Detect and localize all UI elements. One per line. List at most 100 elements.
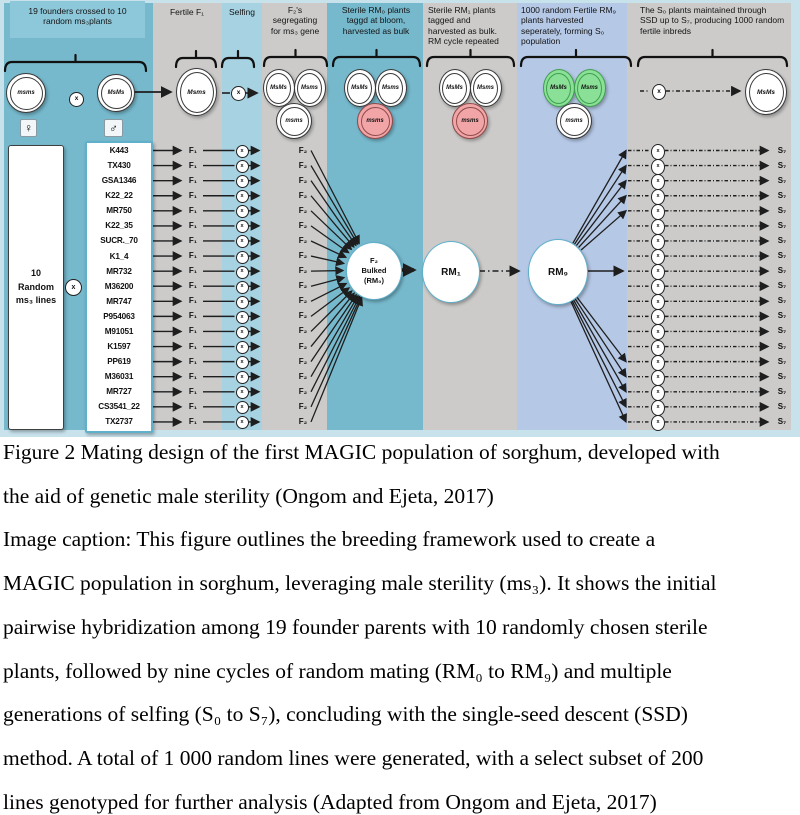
ssd-self-symbol: x bbox=[652, 84, 666, 100]
circle-inner-ring bbox=[378, 72, 403, 104]
genotype-circle: MsMs bbox=[438, 69, 471, 107]
s7-label: S₇ bbox=[777, 356, 787, 366]
f1-label: F₁ bbox=[188, 205, 198, 215]
selfing-symbol: x bbox=[235, 325, 249, 339]
figure-caption-text: Figure 2 Mating design of the first MAGI… bbox=[3, 440, 800, 815]
column-fertile-f1 bbox=[153, 3, 222, 430]
caption-line: pairwise hybridization among 19 founder … bbox=[3, 614, 708, 639]
s7-label: S₇ bbox=[777, 251, 787, 261]
f1-label: F₁ bbox=[188, 326, 198, 336]
genotype-label: Msms bbox=[381, 85, 399, 91]
founder-line-label: MR727 bbox=[106, 387, 132, 397]
selfing-symbol: x bbox=[235, 160, 249, 174]
f2-label: F₂ bbox=[298, 266, 308, 276]
genotype-circle: Msms bbox=[469, 69, 502, 107]
f1-label: F₁ bbox=[188, 311, 198, 321]
genotype-label: MsMs bbox=[351, 85, 368, 91]
f2-label: F₂ bbox=[298, 296, 308, 306]
caption-line: plants, followed by nine cycles of rando… bbox=[3, 658, 672, 683]
genotype-label: MsMs bbox=[446, 85, 463, 91]
selfing-symbol: x bbox=[235, 145, 249, 158]
s7-label: S₇ bbox=[777, 205, 787, 215]
column-rm1 bbox=[423, 3, 517, 430]
ssd-self-symbol: x bbox=[651, 158, 665, 175]
caption-line: Image caption: This figure outlines the … bbox=[3, 527, 656, 552]
s7-label: S₇ bbox=[777, 190, 787, 200]
f2-label: F₂ bbox=[298, 401, 308, 411]
male-parent-circle: MsMs bbox=[97, 74, 135, 112]
genotype-circle: Msms bbox=[573, 69, 606, 107]
s7-label: S₇ bbox=[777, 371, 787, 381]
genotype-label: Msms bbox=[580, 85, 598, 91]
ssd-self-symbol: x bbox=[651, 399, 665, 416]
ssd-self-symbol: x bbox=[651, 264, 665, 281]
f2-label: F₂ bbox=[298, 341, 308, 351]
ssd-self-symbol: x bbox=[651, 414, 665, 431]
circle-inner-ring bbox=[577, 72, 602, 104]
selfing-symbol: x bbox=[235, 341, 249, 355]
genotype-circle: MsMs bbox=[542, 69, 575, 107]
genotype-label: MsMs bbox=[550, 85, 567, 91]
f1-label: F₁ bbox=[188, 145, 198, 155]
selfing-symbol: x bbox=[235, 356, 249, 370]
f1-label: F₁ bbox=[188, 266, 198, 276]
header-rm0: Sterile RM₀ plants taggd at bloom, harve… bbox=[341, 5, 411, 36]
ssd-self-symbol: x bbox=[651, 384, 665, 401]
f1-label: F₁ bbox=[188, 341, 198, 351]
f2-label: F₂ bbox=[298, 190, 308, 200]
s7-label: S₇ bbox=[777, 175, 787, 185]
header-ssd: The S₀ plants maintained through SSD up … bbox=[640, 5, 785, 36]
s7-label: S₇ bbox=[777, 145, 787, 155]
caption-line: MAGIC population in sorghum, leveraging … bbox=[3, 571, 717, 596]
s7-label: S₇ bbox=[777, 401, 787, 411]
founder-line-label: K443 bbox=[109, 146, 129, 155]
ssd-self-symbol: x bbox=[651, 249, 665, 266]
header-f2-segregating: F₂'s segregating for ms₃ gene bbox=[270, 5, 320, 36]
s7-label: S₇ bbox=[777, 311, 787, 321]
f2-label: F₂ bbox=[298, 175, 308, 185]
selfing-symbol: x bbox=[235, 310, 249, 324]
circle-inner-ring bbox=[455, 106, 485, 136]
f1-label: F₁ bbox=[188, 251, 198, 261]
genotype-label: msms bbox=[461, 118, 479, 124]
ssd-self-symbol: x bbox=[651, 369, 665, 386]
f2-label: F₂ bbox=[298, 145, 308, 155]
header-rm1: Sterile RM₁ plants tagged and harvested … bbox=[428, 5, 499, 47]
genotype-circle: msms bbox=[357, 103, 393, 139]
s7-label: S₇ bbox=[777, 281, 787, 291]
f2-label: F₂ bbox=[298, 356, 308, 366]
caption-line: Figure 2 Mating design of the first MAGI… bbox=[3, 440, 720, 464]
ssd-self-symbol: x bbox=[651, 339, 665, 356]
f2-label: F₂ bbox=[298, 311, 308, 321]
s7-label: S₇ bbox=[777, 296, 787, 306]
circle-inner-ring bbox=[347, 72, 372, 104]
ssd-self-symbol: x bbox=[651, 188, 665, 205]
selfing-symbol: x bbox=[235, 386, 249, 400]
f1-label: F₁ bbox=[188, 281, 198, 291]
circle-inner-ring bbox=[297, 72, 322, 104]
final-inbred-circle: MsMs bbox=[745, 69, 787, 115]
circle-inner-ring bbox=[473, 72, 498, 104]
founder-line-label: SUCR._70 bbox=[100, 236, 138, 246]
s7-label: S₇ bbox=[777, 326, 787, 336]
s7-label: S₇ bbox=[777, 220, 787, 230]
founders-header-panel bbox=[10, 1, 145, 38]
founder-line-label: M91051 bbox=[104, 326, 134, 336]
f2-label: F₂ bbox=[298, 205, 308, 215]
f2-label: F₂ bbox=[298, 416, 308, 426]
f2-bulk-node: F₂ Bulked (RM₀) bbox=[346, 242, 402, 300]
genotype-circle: MsMs bbox=[343, 69, 376, 107]
selfing-symbol: x bbox=[235, 175, 249, 189]
founder-line-label: CS3541_22 bbox=[98, 402, 140, 412]
founder-line-label: MR747 bbox=[106, 296, 132, 306]
f2-label: F₂ bbox=[298, 235, 308, 245]
f1-genotype-circle: Msms bbox=[176, 68, 217, 116]
selfing-symbol: x bbox=[231, 86, 246, 101]
founder-line-label: GSA1346 bbox=[101, 176, 137, 186]
random-ms3-lines-box: 10 Random ms₃ lines bbox=[8, 145, 64, 430]
circle-inner-ring bbox=[266, 72, 291, 104]
s7-label: S₇ bbox=[777, 341, 787, 351]
founder-line-label: K1_4 bbox=[109, 251, 129, 261]
ssd-self-symbol: x bbox=[651, 203, 665, 220]
